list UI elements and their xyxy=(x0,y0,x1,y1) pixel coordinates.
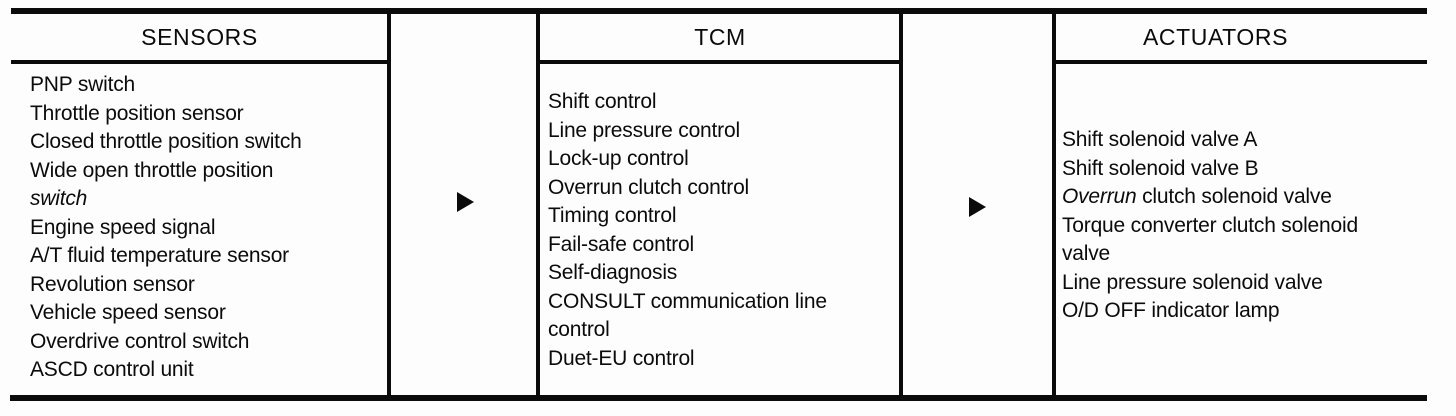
actuators-header-separator xyxy=(1054,60,1427,64)
list-item-text: Line pressure solenoid valve xyxy=(1062,270,1323,294)
list-item: Line pressure control xyxy=(548,117,827,146)
list-item-text: Overrun clutch control xyxy=(548,175,750,199)
list-item: CONSULT communication line xyxy=(548,288,827,317)
list-item: Revolution sensor xyxy=(30,271,302,300)
list-item-text: Throttle position sensor xyxy=(30,101,244,125)
list-item-text: clutch solenoid valve xyxy=(1136,185,1332,208)
actuators-header: ACTUATORS xyxy=(1142,23,1289,50)
list-item-text: O/D OFF indicator lamp xyxy=(1062,299,1280,322)
list-item-text: Fail-safe control xyxy=(548,232,694,256)
list-item-text: Overdrive control switch xyxy=(30,329,250,353)
list-item: Overrun clutch control xyxy=(548,174,827,203)
list-item: Overrun clutch solenoid valve xyxy=(1062,183,1358,212)
list-item-text: Torque converter clutch solenoid xyxy=(1062,213,1358,237)
list-item: Fail-safe control xyxy=(548,231,827,260)
list-item-text: Shift control xyxy=(548,90,657,113)
list-item-text: Line pressure control xyxy=(548,118,740,142)
list-item-text: CONSULT communication line xyxy=(548,289,827,313)
list-item: Vehicle speed sensor xyxy=(30,299,302,328)
list-item-text: Overrun xyxy=(1062,185,1137,208)
list-item: Closed throttle position switch xyxy=(30,128,302,157)
list-item: O/D OFF indicator lamp xyxy=(1062,297,1358,326)
bottom-border-rule xyxy=(10,395,1427,401)
list-item: PNP switch xyxy=(30,71,302,100)
list-item-text: Revolution sensor xyxy=(30,272,195,296)
sensors-right-border xyxy=(387,10,391,399)
list-item-text: A/T fluid temperature sensor xyxy=(30,244,289,267)
top-border-rule xyxy=(11,8,1427,14)
list-item: Line pressure solenoid valve xyxy=(1062,269,1358,298)
list-item-text: Shift solenoid valve A xyxy=(1062,128,1258,151)
list-item-text: Timing control xyxy=(548,204,677,227)
list-item: Shift solenoid valve B xyxy=(1062,155,1358,184)
list-item: switch xyxy=(30,185,302,214)
list-item: A/T fluid temperature sensor xyxy=(30,242,302,271)
list-item: Torque converter clutch solenoid xyxy=(1062,212,1358,241)
list-item-text: Vehicle speed sensor xyxy=(30,301,226,324)
list-item-text: Wide open throttle position xyxy=(30,158,274,182)
list-item-text: Engine speed signal xyxy=(30,215,216,239)
sensors-header-separator xyxy=(11,60,389,64)
flow-arrow-right-icon xyxy=(457,192,474,212)
list-item: ASCD control unit xyxy=(30,356,302,385)
tcm-header-separator xyxy=(538,60,902,64)
actuators-left-border xyxy=(1052,10,1056,399)
tcm-right-border xyxy=(899,10,903,399)
list-item: Shift solenoid valve A xyxy=(1062,126,1358,155)
list-item-text: Lock-up control xyxy=(548,147,689,170)
sensors-header: SENSORS xyxy=(141,23,258,50)
list-item: Throttle position sensor xyxy=(30,100,302,129)
flow-arrow-right-icon xyxy=(969,197,986,217)
list-item-text: Closed throttle position switch xyxy=(30,130,302,153)
actuators-list: Shift solenoid valve A Shift solenoid val… xyxy=(1062,126,1358,326)
list-item: Shift control xyxy=(548,88,827,117)
list-item-text: Shift solenoid valve B xyxy=(1062,156,1259,180)
list-item: valve xyxy=(1062,240,1358,269)
list-item-text: valve xyxy=(1062,242,1111,265)
tcm-left-border xyxy=(536,10,540,399)
list-item: Timing control xyxy=(548,202,827,231)
list-item: control xyxy=(548,316,827,345)
list-item: Wide open throttle position xyxy=(30,157,302,186)
list-item: Self-diagnosis xyxy=(548,259,827,288)
list-item-text: PNP switch xyxy=(30,73,135,96)
list-item-text: Duet-EU control xyxy=(548,346,695,370)
tcm-header: TCM xyxy=(694,23,746,50)
list-item: Engine speed signal xyxy=(30,214,302,243)
list-item-text: control xyxy=(548,318,610,341)
list-item-text: switch xyxy=(30,187,88,210)
list-item-text: Self-diagnosis xyxy=(548,261,678,284)
list-item: Duet-EU control xyxy=(548,345,827,374)
list-item: Lock-up control xyxy=(548,145,827,174)
list-item-text: ASCD control unit xyxy=(30,358,194,381)
list-item: Overdrive control switch xyxy=(30,328,302,357)
